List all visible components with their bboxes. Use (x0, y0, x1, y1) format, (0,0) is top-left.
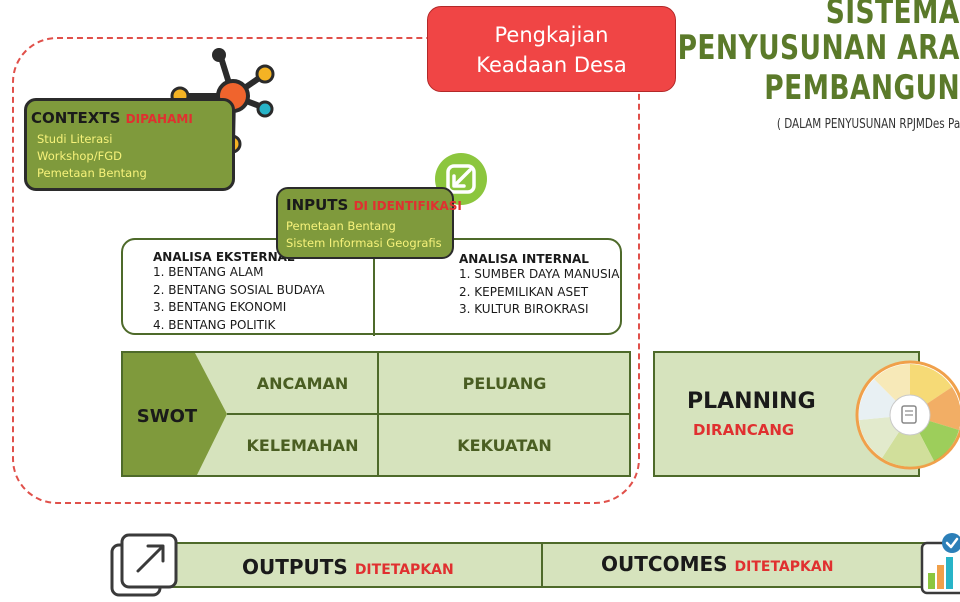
analisa-internal-section: ANALISA INTERNAL 1. SUMBER DAYA MANUSIA … (459, 252, 619, 319)
pengkajian-line2: Keadaan Desa (476, 53, 627, 77)
contexts-box: CONTEXTS DIPAHAMI Studi Literasi Worksho… (24, 98, 235, 191)
outputs-title-red: DITETAPKAN (354, 562, 454, 578)
swot-ancaman: ANCAMAN (256, 374, 349, 393)
inputs-box: INPUTS DI IDENTIFIKASI Pemetaan Bentang … (276, 187, 462, 259)
contexts-title-red: DIPAHAMI (125, 112, 193, 126)
analisa-internal-item: 3. KULTUR BIROKRASI (459, 302, 589, 316)
planning-subtitle: DIRANCANG (693, 421, 795, 439)
analisa-eksternal-item: 1. BENTANG ALAM (153, 265, 264, 279)
contexts-title: CONTEXTS (31, 109, 121, 127)
pengkajian-box: Pengkajian Keadaan Desa (427, 6, 676, 92)
system-title-line2: PENYUSUNAN ARA (677, 28, 960, 68)
swot-kelemahan: KELEMAHAN (246, 436, 359, 455)
contexts-list: Studi Literasi Workshop/FGD Pemetaan Ben… (37, 131, 147, 182)
outcomes-title-red: DITETAPKAN (734, 559, 834, 575)
outcomes-title: OUTCOMES (601, 552, 728, 576)
cycle-wheel-icon (855, 360, 960, 470)
analisa-eksternal-title: ANALISA EKSTERNAL (153, 250, 295, 264)
analisa-eksternal-section: ANALISA EKSTERNAL 1. BENTANG ALAM 2. BEN… (153, 250, 325, 334)
contexts-item: Studi Literasi (37, 132, 113, 146)
pengkajian-region-border (12, 37, 640, 504)
system-title-line3: PEMBANGUN (764, 68, 960, 108)
contexts-item: Pemetaan Bentang (37, 166, 147, 180)
analisa-eksternal-item: 3. BENTANG EKONOMI (153, 300, 287, 314)
swot-label: SWOT (136, 405, 198, 427)
analisa-internal-title: ANALISA INTERNAL (459, 252, 589, 266)
outputs-label: OUTPUTS DITETAPKAN (242, 555, 454, 579)
outputs-outcomes-bar: OUTPUTS DITETAPKAN OUTCOMES DITETAPKAN (155, 542, 940, 588)
inputs-item: Pemetaan Bentang (286, 219, 396, 233)
analisa-eksternal-item: 2. BENTANG SOSIAL BUDAYA (153, 282, 325, 297)
contexts-item: Workshop/FGD (37, 149, 122, 163)
analisa-internal-item: 1. SUMBER DAYA MANUSIA (459, 267, 620, 281)
outcomes-label: OUTCOMES DITETAPKAN (601, 552, 833, 576)
bar-divider (541, 544, 543, 586)
swot-matrix: SWOT ANCAMAN PELUANG KELEMAHAN KEKUATAN (121, 351, 631, 477)
export-window-icon (110, 533, 178, 597)
analysis-divider (373, 256, 375, 336)
inputs-title-row: INPUTS DI IDENTIFIKASI (286, 196, 462, 214)
analisa-internal-item: 2. KEPEMILIKAN ASET (459, 284, 589, 299)
swot-kekuatan: KEKUATAN (457, 436, 552, 455)
planning-title: PLANNING (687, 389, 816, 414)
system-title-line1: SISTEMA (826, 0, 960, 32)
pengkajian-line1: Pengkajian (494, 23, 609, 47)
chart-check-icon (920, 533, 960, 595)
swot-peluang: PELUANG (462, 374, 547, 393)
swot-grid (123, 353, 629, 475)
inputs-title: INPUTS (286, 196, 349, 214)
inputs-item: Sistem Informasi Geografis (286, 236, 442, 250)
contexts-title-row: CONTEXTS DIPAHAMI (31, 109, 193, 127)
inputs-title-red: DI IDENTIFIKASI (353, 199, 462, 213)
inputs-list: Pemetaan Bentang Sistem Informasi Geogra… (286, 218, 442, 252)
outputs-title: OUTPUTS (242, 555, 348, 579)
system-subtitle: ( DALAM PENYUSUNAN RPJMDes Pa (776, 117, 960, 132)
analisa-eksternal-item: 4. BENTANG POLITIK (153, 317, 276, 332)
